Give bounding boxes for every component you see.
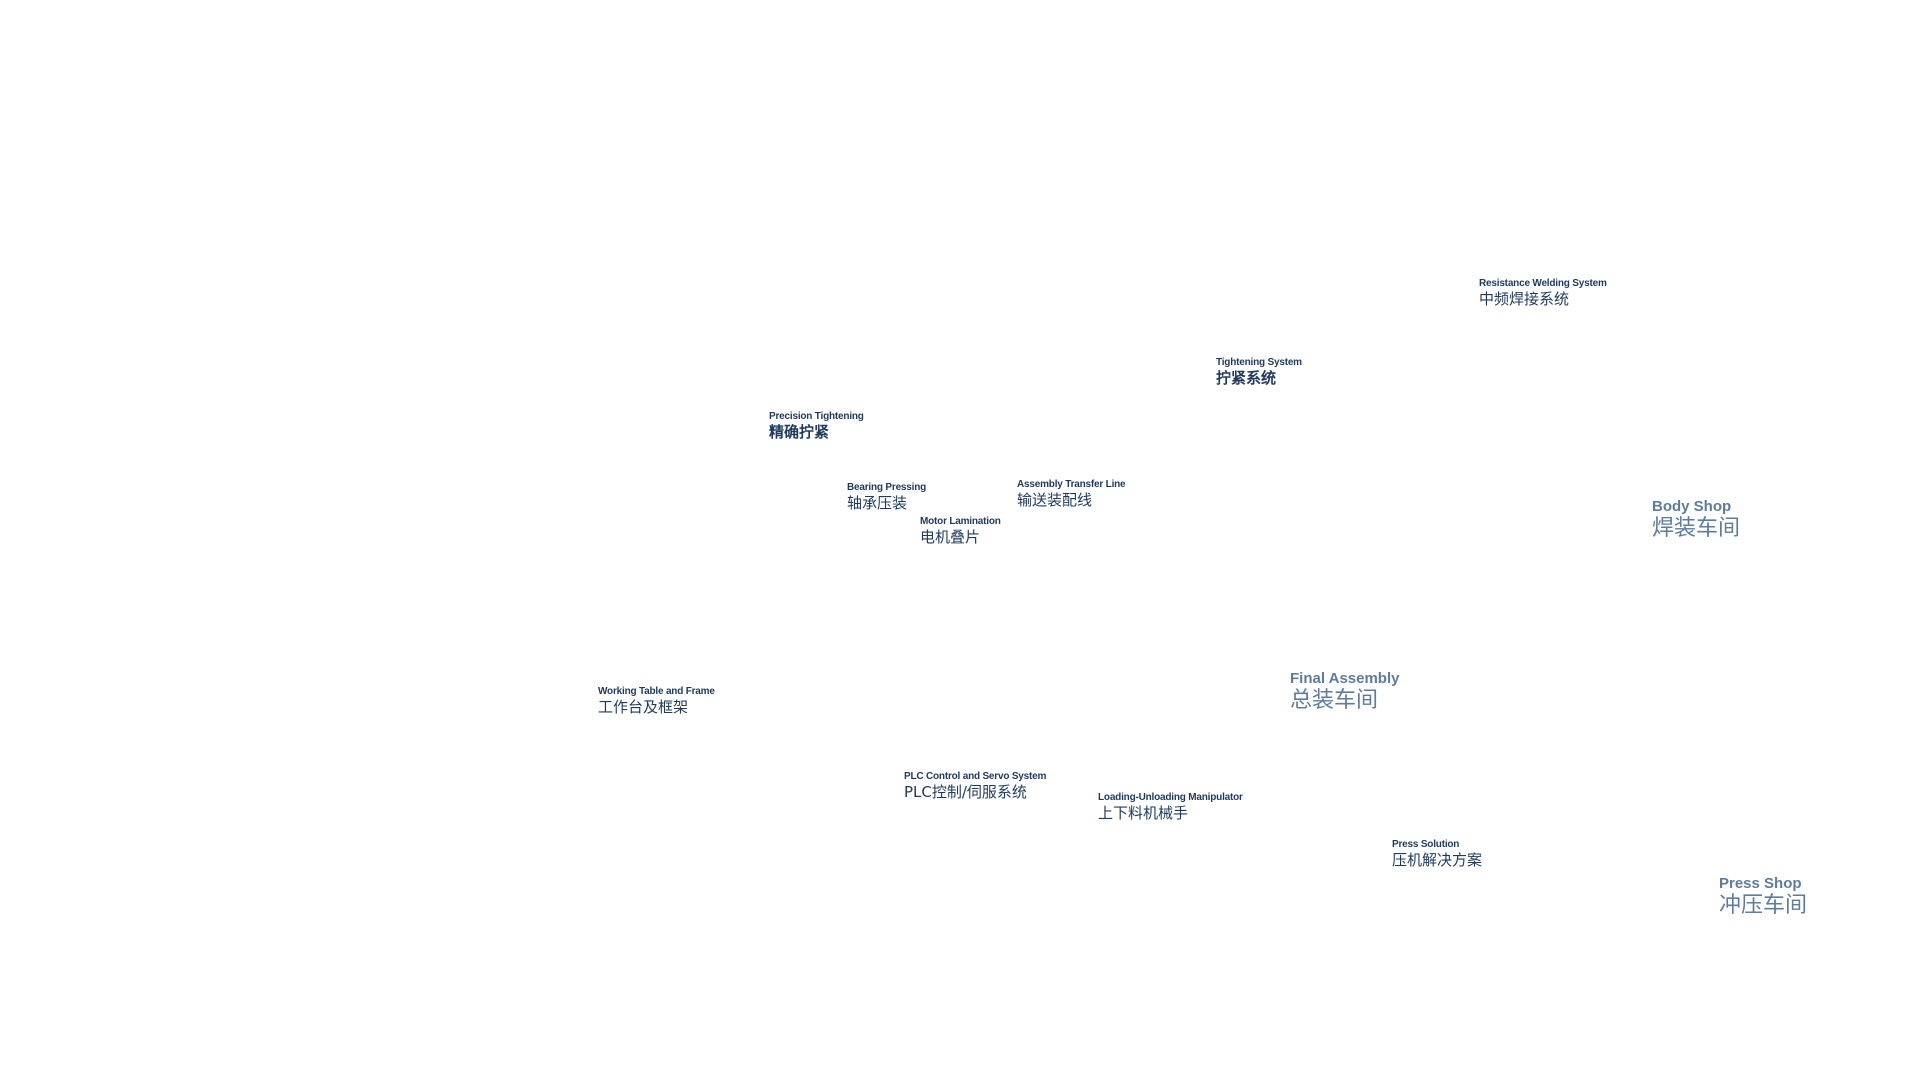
hotspot-tightening-system[interactable]: Tightening System 拧紧系统 <box>1216 357 1302 388</box>
hotspot-label-en: Motor Lamination <box>920 516 1001 527</box>
area-press-shop[interactable]: Press Shop 冲压车间 <box>1719 874 1807 919</box>
hotspot-label-en: Loading-Unloading Manipulator <box>1098 792 1243 803</box>
hotspot-working-table-and-frame[interactable]: Working Table and Frame 工作台及框架 <box>598 686 715 717</box>
hotspot-motor-lamination[interactable]: Motor Lamination 电机叠片 <box>920 516 1001 547</box>
area-label-zh: 焊装车间 <box>1652 516 1741 541</box>
hotspot-label-en: Bearing Pressing <box>847 482 927 493</box>
area-label-en: Final Assembly <box>1290 670 1400 687</box>
hotspot-label-en: Precision Tightening <box>769 411 864 422</box>
hotspot-loading-unloading-manipulator[interactable]: Loading-Unloading Manipulator 上下料机械手 <box>1098 792 1243 823</box>
hotspot-label-zh: 输送装配线 <box>1017 491 1093 509</box>
hotspot-label-zh: 压机解决方案 <box>1392 851 1483 869</box>
area-label-zh: 总装车间 <box>1290 688 1379 713</box>
hotspot-resistance-welding[interactable]: Resistance Welding System 中频焊接系统 <box>1479 278 1607 309</box>
hotspot-bearing-pressing[interactable]: Bearing Pressing 轴承压装 <box>847 482 926 513</box>
hotspot-label-zh: PLC控制/伺服系统 <box>904 783 1027 801</box>
hotspot-label-en: Press Solution <box>1392 839 1460 850</box>
hotspot-label-zh: 中频焊接系统 <box>1479 290 1570 308</box>
hotspot-label-en: PLC Control and Servo System <box>904 771 1047 782</box>
hotspot-label-zh: 拧紧系统 <box>1216 369 1277 387</box>
hotspot-label-zh: 工作台及框架 <box>598 698 689 716</box>
hotspot-label-zh: 电机叠片 <box>920 528 981 546</box>
hotspot-press-solution[interactable]: Press Solution 压机解决方案 <box>1392 839 1482 870</box>
hotspot-assembly-transfer-line[interactable]: Assembly Transfer Line 输送装配线 <box>1017 479 1126 510</box>
hotspot-plc-control-servo[interactable]: PLC Control and Servo System PLC控制/伺服系统 <box>904 771 1046 802</box>
area-body-shop[interactable]: Body Shop 焊装车间 <box>1652 497 1740 542</box>
hotspot-label-zh: 上下料机械手 <box>1098 804 1189 822</box>
hotspot-label-en: Tightening System <box>1216 357 1302 368</box>
area-label-en: Press Shop <box>1719 875 1802 892</box>
hotspot-label-zh: 轴承压装 <box>847 494 908 512</box>
area-label-zh: 冲压车间 <box>1719 893 1808 918</box>
hotspot-precision-tightening[interactable]: Precision Tightening 精确拧紧 <box>769 411 864 442</box>
area-final-assembly[interactable]: Final Assembly 总装车间 <box>1290 669 1399 714</box>
hotspot-label-en: Resistance Welding System <box>1479 278 1607 289</box>
area-label-en: Body Shop <box>1652 498 1732 515</box>
hotspot-label-en: Assembly Transfer Line <box>1017 479 1126 490</box>
hotspot-label-zh: 精确拧紧 <box>769 423 830 441</box>
hotspot-label-en: Working Table and Frame <box>598 686 715 697</box>
